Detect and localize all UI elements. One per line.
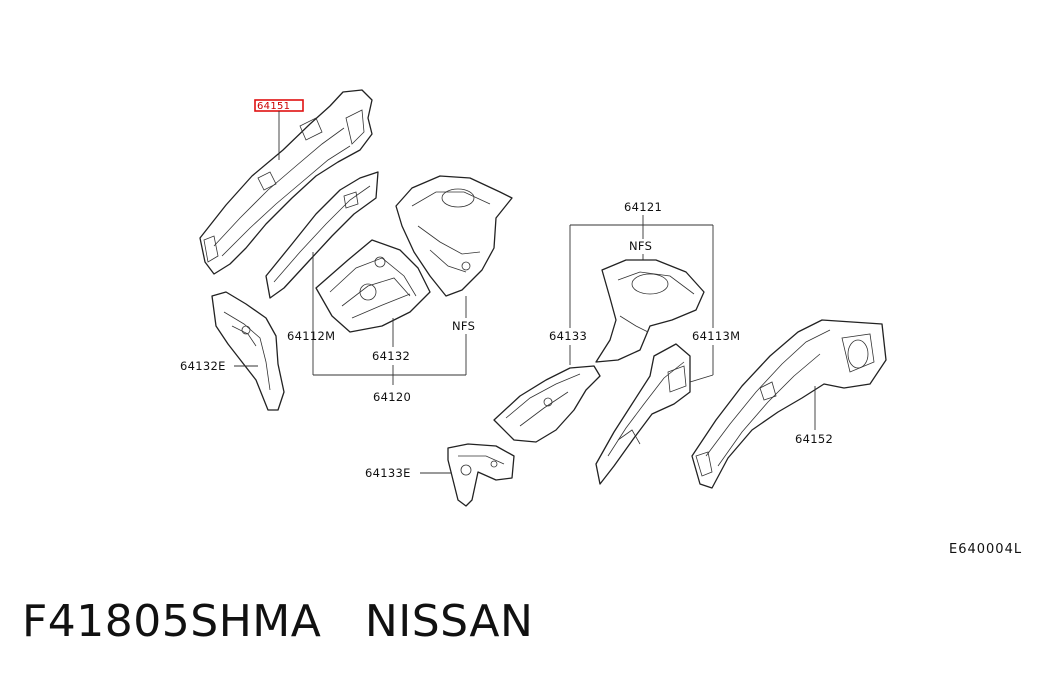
reference-code: E640004L	[949, 542, 1023, 557]
label-64113M[interactable]: 64113M	[692, 329, 740, 343]
part-64112M-drawing	[265, 171, 379, 299]
part-right-wheelhouse-drawing	[595, 259, 705, 363]
label-64121[interactable]: 64121	[624, 200, 662, 214]
label-nfs-right[interactable]: NFS	[629, 239, 652, 253]
label-64112M[interactable]: 64112M	[287, 329, 335, 343]
label-nfs-left[interactable]: NFS	[452, 319, 475, 333]
part-64152-drawing	[691, 319, 887, 489]
part-64132-drawing	[315, 239, 431, 333]
part-64151-drawing	[199, 89, 373, 275]
label-64133[interactable]: 64133	[549, 329, 587, 343]
part-number: F41805SHMA	[22, 596, 322, 647]
label-64133E[interactable]: 64133E	[365, 466, 411, 480]
label-64132E[interactable]: 64132E	[180, 359, 226, 373]
label-64152[interactable]: 64152	[795, 432, 833, 446]
label-64120[interactable]: 64120	[373, 390, 411, 404]
part-64132E-drawing	[211, 291, 285, 411]
label-64132[interactable]: 64132	[372, 349, 410, 363]
part-64113M-drawing	[595, 343, 691, 485]
brand-name: NISSAN	[364, 596, 534, 647]
footer-title: F41805SHMA NISSAN	[22, 596, 533, 647]
part-64133-drawing	[493, 365, 601, 443]
part-64133E-drawing	[447, 443, 515, 507]
part-left-wheelhouse-drawing	[395, 175, 513, 297]
label-64151[interactable]: 64151	[257, 101, 290, 112]
